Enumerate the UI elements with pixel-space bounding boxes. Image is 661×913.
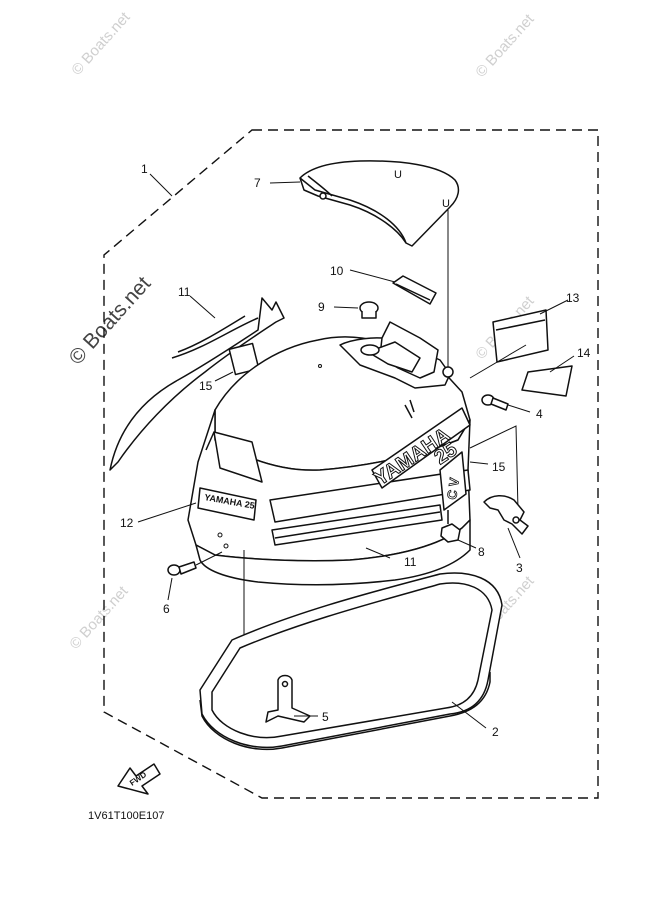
cap-part-9 [359,301,379,319]
callout-13: 13 [566,291,580,305]
leader-2 [451,701,487,729]
decal-left-part-11 [109,297,285,471]
decal-part-13 [492,309,549,363]
hp-mark-text: C V [444,477,462,501]
leader-8 [457,539,477,549]
callout-14: 14 [577,346,591,360]
screw-part-6 [167,551,223,576]
leader-11-top [189,295,216,319]
leader-13 [539,299,569,315]
lever-part-3 [483,495,529,535]
bracket-part-5 [265,674,311,723]
diagram-code: 1V61T100E107 [88,810,164,822]
cover-mark-2: U [442,198,450,210]
cover-mark: U [394,169,402,181]
callout-8: 8 [478,545,485,559]
leader-12 [137,502,197,523]
leader-14 [549,355,575,373]
leader-9 [333,306,359,309]
callout-5: 5 [322,710,329,724]
callout-11-bottom: 11 [404,555,417,569]
callout-15-right: 15 [492,460,506,474]
callout-15-left: 15 [199,379,213,393]
top-cover-part-7: U U [299,160,460,247]
callout-9: 9 [318,300,325,314]
guide-13-14 [469,344,527,379]
leader-6 [167,577,173,601]
callout-2: 2 [492,725,499,739]
leader-15-left [214,371,234,382]
watermark-bottom-left: © Boats.net [66,582,132,652]
assembly-outline [103,129,599,799]
grommet-part-10 [392,275,437,305]
gasket-part-2 [199,572,503,751]
callout-12: 12 [120,516,134,530]
leader-1 [149,173,173,197]
callout-3: 3 [516,561,523,575]
decal-part-14 [521,365,573,397]
top-cowling-part-1: YAMAHA 25 C V YAMAHA 25 [187,321,471,586]
callout-10: 10 [330,264,344,278]
leader-11-bottom [365,547,391,559]
leader-7 [269,181,301,184]
watermark-top-right: © Boats.net [472,10,538,80]
callout-7: 7 [254,176,261,190]
watermark-large: © Boats.net [65,272,156,369]
callout-1: 1 [141,162,148,176]
leader-15-right [469,461,489,465]
callout-6: 6 [163,602,170,616]
bolt-part-4 [481,394,509,411]
watermark-top-left: © Boats.net [68,8,134,78]
bracket-15 [469,425,519,511]
leader-4 [507,404,531,413]
fwd-arrow-icon: FWD [117,763,161,795]
leader-3 [507,527,521,559]
callout-11-top: 11 [178,285,191,299]
leader-10 [349,269,396,283]
callout-4: 4 [536,407,543,421]
